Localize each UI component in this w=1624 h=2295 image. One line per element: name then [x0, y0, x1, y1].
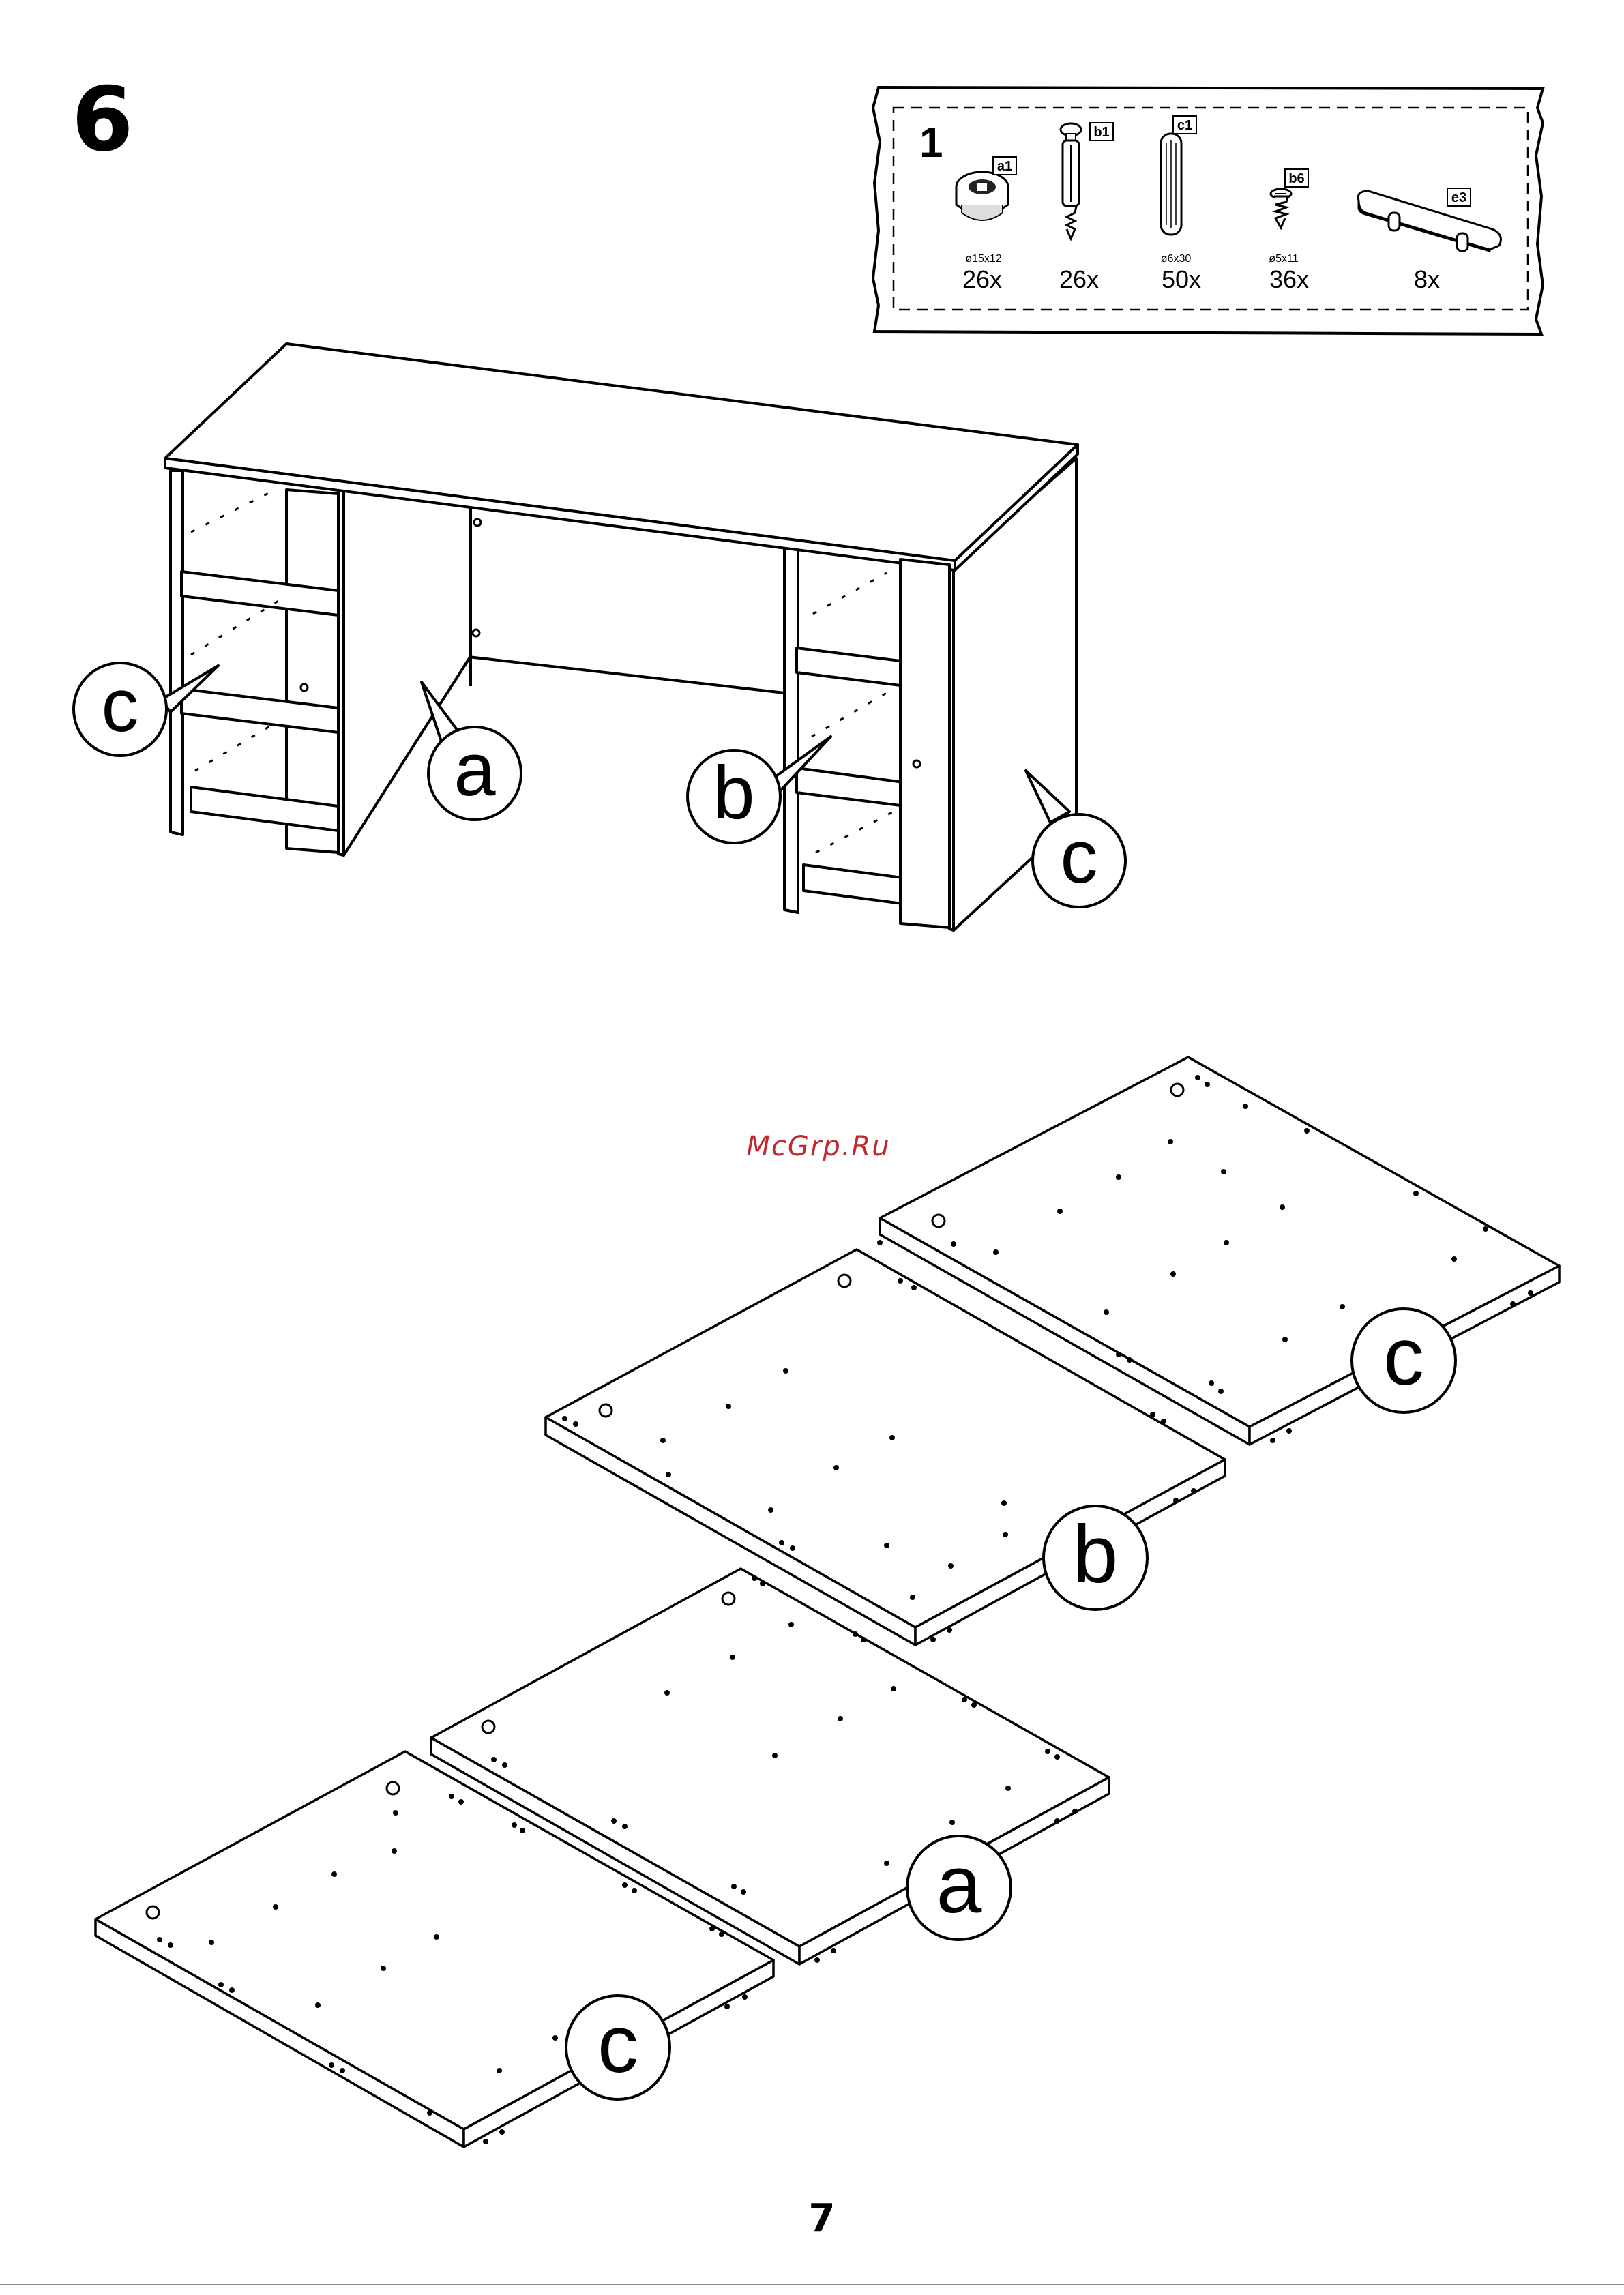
svg-text:b: b	[1073, 1509, 1119, 1600]
panel-callout-a: a	[907, 1836, 1011, 1940]
desk-callout-left-c: c	[74, 663, 166, 756]
desk-callout-a: a	[428, 727, 521, 820]
desk-callout-right-c: c	[1033, 814, 1125, 907]
desk-illustration: c a b c	[0, 0, 1624, 968]
desk-callout-b: b	[688, 750, 780, 843]
svg-text:c: c	[1061, 815, 1098, 899]
svg-text:a: a	[454, 728, 496, 812]
page-number: 7	[784, 2196, 859, 2240]
svg-text:b: b	[713, 751, 754, 835]
svg-text:c: c	[597, 1998, 638, 2090]
svg-text:c: c	[102, 664, 139, 747]
panel-callout-c-top: c	[1352, 1309, 1456, 1412]
panel-callout-c-bottom: c	[566, 1996, 670, 2099]
panels-illustration: c b a c	[0, 1023, 1624, 2182]
bottom-divider	[0, 2284, 1624, 2285]
svg-text:a: a	[936, 1839, 982, 1930]
svg-text:c: c	[1383, 1311, 1424, 1402]
panel-callout-b: b	[1044, 1506, 1147, 1610]
